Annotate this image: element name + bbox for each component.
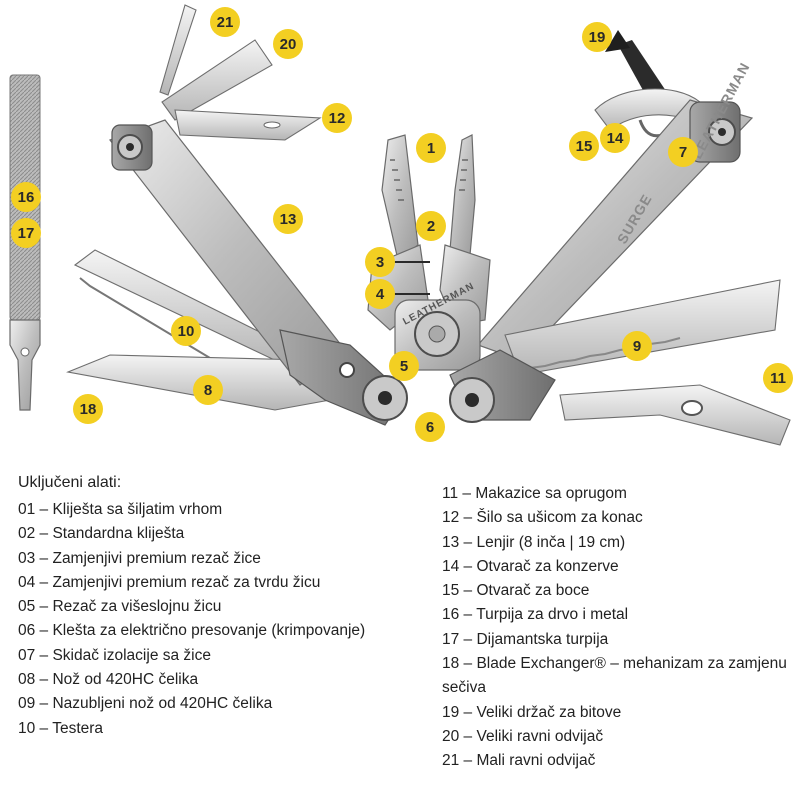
list-item: 20 – Veliki ravni odvijač (442, 727, 604, 745)
list-item: 15 – Otvarač za boce (442, 582, 590, 600)
small-screwdriver (159, 4, 197, 96)
right-base (449, 349, 556, 423)
svg-text:12: 12 (329, 110, 346, 127)
list-item: 13 – Lenjir (8 inča | 19 cm) (442, 533, 626, 551)
svg-text:10: 10 (178, 323, 195, 340)
list-item: 12 – Šilo sa ušicom za konac (442, 509, 643, 527)
svg-text:1: 1 (427, 140, 435, 157)
svg-text:8: 8 (204, 382, 212, 399)
svg-text:9: 9 (633, 338, 641, 355)
callout-4: 4 (365, 279, 395, 309)
list-item: 21 – Mali ravni odvijač (442, 752, 596, 770)
svg-text:21: 21 (217, 14, 234, 31)
svg-text:14: 14 (607, 130, 624, 147)
list-item: 03 – Zamjenjivi premium rezač žice (18, 549, 261, 567)
callout-2: 2 (416, 211, 446, 241)
svg-text:20: 20 (280, 36, 297, 53)
list-item: 11 – Makazice sa oprugom (442, 485, 627, 502)
list-item: 17 – Dijamantska turpija (442, 630, 609, 648)
awl-blade (174, 109, 322, 141)
list-item: 02 – Standardna kliješta (18, 525, 185, 543)
svg-text:5: 5 (400, 358, 408, 375)
list-item: 05 – Rezač za višeslojnu žicu (18, 598, 222, 616)
list-item: 04 – Zamjenjivi premium rezač za tvrdu ž… (18, 573, 321, 591)
list-item: 16 – Turpija za drvo i metal (442, 606, 629, 624)
callout-14: 14 (600, 123, 630, 153)
svg-text:2: 2 (427, 218, 435, 235)
svg-text:7: 7 (679, 144, 687, 161)
list-item: 06 – Klešta za električno presovanje (kr… (18, 622, 366, 640)
callout-3: 3 (365, 247, 395, 277)
list-item: 19 – Veliki držač za bitove (442, 703, 622, 721)
svg-text:18: 18 (80, 401, 97, 418)
callout-6: 6 (415, 412, 445, 442)
svg-text:16: 16 (18, 189, 35, 206)
callout-8: 8 (193, 375, 223, 405)
callout-19: 19 (582, 22, 612, 52)
scissors (559, 384, 791, 446)
callout-1: 1 (416, 133, 446, 163)
svg-text:11: 11 (770, 370, 786, 387)
svg-text:15: 15 (576, 138, 593, 155)
left-base (279, 329, 408, 426)
tools-heading: Uključeni alati: (18, 474, 122, 491)
list-item: 14 – Otvarač za konzerve (442, 557, 619, 575)
callout-12: 12 (322, 103, 352, 133)
svg-text:13: 13 (280, 211, 297, 228)
callout-15: 15 (569, 131, 599, 161)
pliers: LEATHERMAN (367, 134, 491, 371)
tool-list-left: 01 – Kliješta sa šiljatim vrhom 02 – Sta… (18, 498, 448, 741)
list-item: 07 – Skidač izolacije sa žice (18, 646, 211, 664)
svg-text:6: 6 (426, 419, 434, 436)
callout-17: 17 (11, 218, 41, 248)
large-screwdriver (161, 39, 273, 121)
callout-9: 9 (622, 331, 652, 361)
callout-20: 20 (273, 29, 303, 59)
callout-18: 18 (73, 394, 103, 424)
callout-13: 13 (273, 204, 303, 234)
callout-21: 21 (210, 7, 240, 37)
callout-11: 11 (763, 363, 793, 393)
list-item: 01 – Kliješta sa šiljatim vrhom (18, 501, 223, 518)
callout-5: 5 (389, 351, 419, 381)
multitool-illustration: LEATHERMAN SURGE LEATHERMAN 1 2 (9, 4, 793, 446)
svg-text:17: 17 (18, 225, 35, 242)
callout-7: 7 (668, 137, 698, 167)
list-item: 10 – Testera (18, 719, 104, 737)
tool-list-right: 11 – Makazice sa oprugom 12 – Šilo sa uš… (442, 482, 792, 774)
list-item: 09 – Nazubljeni nož od 420HC čelika (18, 695, 273, 713)
list-item: 08 – Nož od 420HC čelika (18, 671, 199, 689)
list-item: 18 – Blade Exchanger® – mehanizam za zam… (442, 655, 787, 697)
ruler-handle (109, 119, 346, 386)
svg-text:4: 4 (376, 286, 385, 303)
svg-text:19: 19 (589, 29, 606, 46)
callout-10: 10 (171, 316, 201, 346)
svg-text:3: 3 (376, 254, 384, 271)
callout-16: 16 (11, 182, 41, 212)
